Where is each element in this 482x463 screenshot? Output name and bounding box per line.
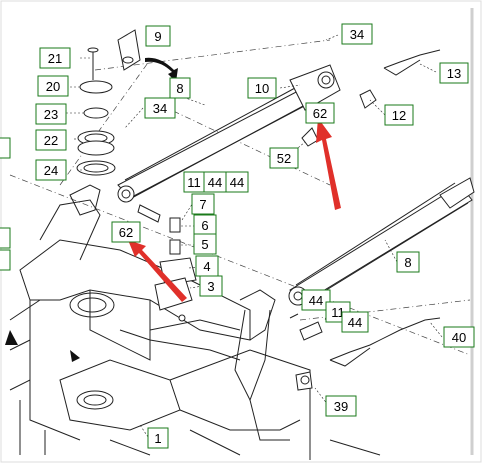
svg-text:8: 8 xyxy=(404,255,411,270)
svg-text:4: 4 xyxy=(203,259,210,274)
callout-40: 40 xyxy=(443,326,475,348)
callout-1: 1 xyxy=(147,427,169,449)
callout-34-top: 34 xyxy=(341,23,373,45)
callout-44-lower-b: 44 xyxy=(341,311,369,333)
svg-text:8: 8 xyxy=(176,81,183,96)
svg-text:23: 23 xyxy=(44,107,58,122)
callout-44-upper-b: 44 xyxy=(225,171,249,193)
bracket-part xyxy=(117,29,141,71)
callout-12: 12 xyxy=(384,104,414,126)
svg-text:62: 62 xyxy=(313,106,327,121)
callout-23: 23 xyxy=(35,103,67,125)
callout-9: 9 xyxy=(145,25,171,47)
callout-13: 13 xyxy=(439,62,469,84)
svg-text:34: 34 xyxy=(153,101,167,116)
callout-3: 3 xyxy=(199,275,223,297)
svg-text:24: 24 xyxy=(44,163,58,178)
svg-text:22: 22 xyxy=(44,133,58,148)
callout-4: 4 xyxy=(195,255,219,277)
svg-text:7: 7 xyxy=(199,197,206,212)
svg-text:6: 6 xyxy=(201,218,208,233)
callout-39: 39 xyxy=(325,395,357,417)
svg-text:44: 44 xyxy=(208,175,222,190)
callout-44-upper-a: 44 xyxy=(203,171,227,193)
callout-8-upper: 8 xyxy=(169,77,191,99)
svg-text:21: 21 xyxy=(48,51,62,66)
svg-text:5: 5 xyxy=(201,237,208,252)
red-arrows xyxy=(128,118,341,302)
callout-10: 10 xyxy=(247,77,277,99)
red-arrow-upper xyxy=(316,118,341,210)
red-arrow-lower xyxy=(128,240,187,302)
edge-callout-fragments xyxy=(0,137,11,271)
callout-20: 20 xyxy=(37,75,69,97)
callout-7: 7 xyxy=(191,193,215,215)
callout-8-lower: 8 xyxy=(396,251,420,273)
callout-52: 52 xyxy=(269,147,299,169)
callout-labels: 9 34 21 20 8 13 10 23 34 62 12 22 52 24 … xyxy=(35,23,475,449)
cables xyxy=(329,49,441,367)
svg-text:13: 13 xyxy=(447,66,461,81)
svg-text:11: 11 xyxy=(187,175,201,190)
svg-text:1: 1 xyxy=(154,431,161,446)
svg-text:52: 52 xyxy=(277,151,291,166)
callout-24: 24 xyxy=(35,159,67,181)
svg-text:40: 40 xyxy=(452,330,466,345)
washer-stack xyxy=(76,47,116,176)
direction-arrow-icon xyxy=(70,350,80,362)
svg-text:12: 12 xyxy=(392,108,406,123)
callout-5: 5 xyxy=(193,233,217,255)
svg-text:11: 11 xyxy=(331,305,345,320)
svg-text:44: 44 xyxy=(348,315,362,330)
svg-text:10: 10 xyxy=(255,81,269,96)
callout-21: 21 xyxy=(39,47,71,69)
warning-triangle-icon xyxy=(5,330,18,345)
callout-44-lower-a: 44 xyxy=(301,289,331,311)
pins-and-bolts xyxy=(137,89,377,391)
callout-6: 6 xyxy=(193,214,217,236)
cylinder-upper xyxy=(117,64,341,203)
svg-text:9: 9 xyxy=(154,29,161,44)
svg-text:62: 62 xyxy=(119,225,133,240)
chassis xyxy=(9,184,381,460)
svg-text:44: 44 xyxy=(230,175,244,190)
callout-34-mid: 34 xyxy=(144,97,176,119)
svg-text:3: 3 xyxy=(207,279,214,294)
svg-text:20: 20 xyxy=(46,79,60,94)
svg-text:39: 39 xyxy=(334,399,348,414)
svg-text:44: 44 xyxy=(309,293,323,308)
callout-11-upper: 11 xyxy=(183,171,205,193)
callout-62-lower: 62 xyxy=(111,221,141,243)
callout-62-upper: 62 xyxy=(305,102,335,124)
svg-text:34: 34 xyxy=(350,27,364,42)
callout-22: 22 xyxy=(35,129,67,151)
